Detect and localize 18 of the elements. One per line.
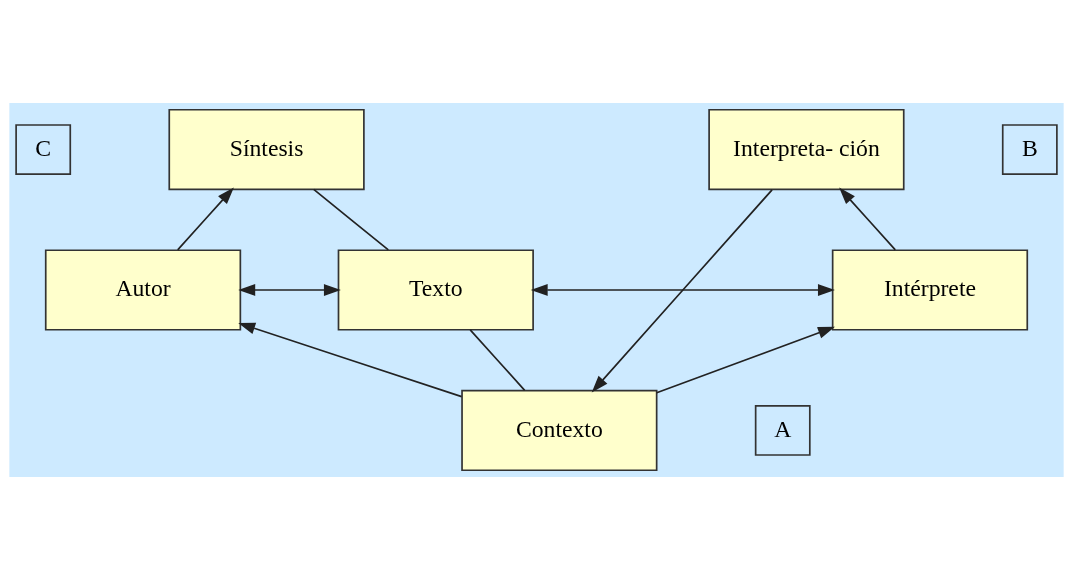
- node-box: Autor: [44, 248, 242, 331]
- arrow: [839, 187, 897, 251]
- arrow: [591, 188, 773, 392]
- node-box: Contexto: [461, 389, 658, 471]
- node-box: C: [15, 123, 72, 175]
- arrow: [176, 187, 234, 251]
- arrow: [238, 322, 463, 397]
- arrow: [238, 283, 341, 296]
- node-box: Texto: [337, 248, 534, 331]
- connector: [469, 328, 526, 391]
- node-box: Intérprete: [831, 248, 1029, 331]
- arrow: [655, 326, 835, 394]
- node-box: Síntesis: [168, 108, 365, 190]
- node-box: Interpreta- ción: [708, 108, 905, 190]
- connector: [312, 188, 390, 251]
- node-box: B: [1001, 123, 1058, 175]
- node-box: A: [754, 404, 811, 456]
- arrow: [530, 283, 835, 296]
